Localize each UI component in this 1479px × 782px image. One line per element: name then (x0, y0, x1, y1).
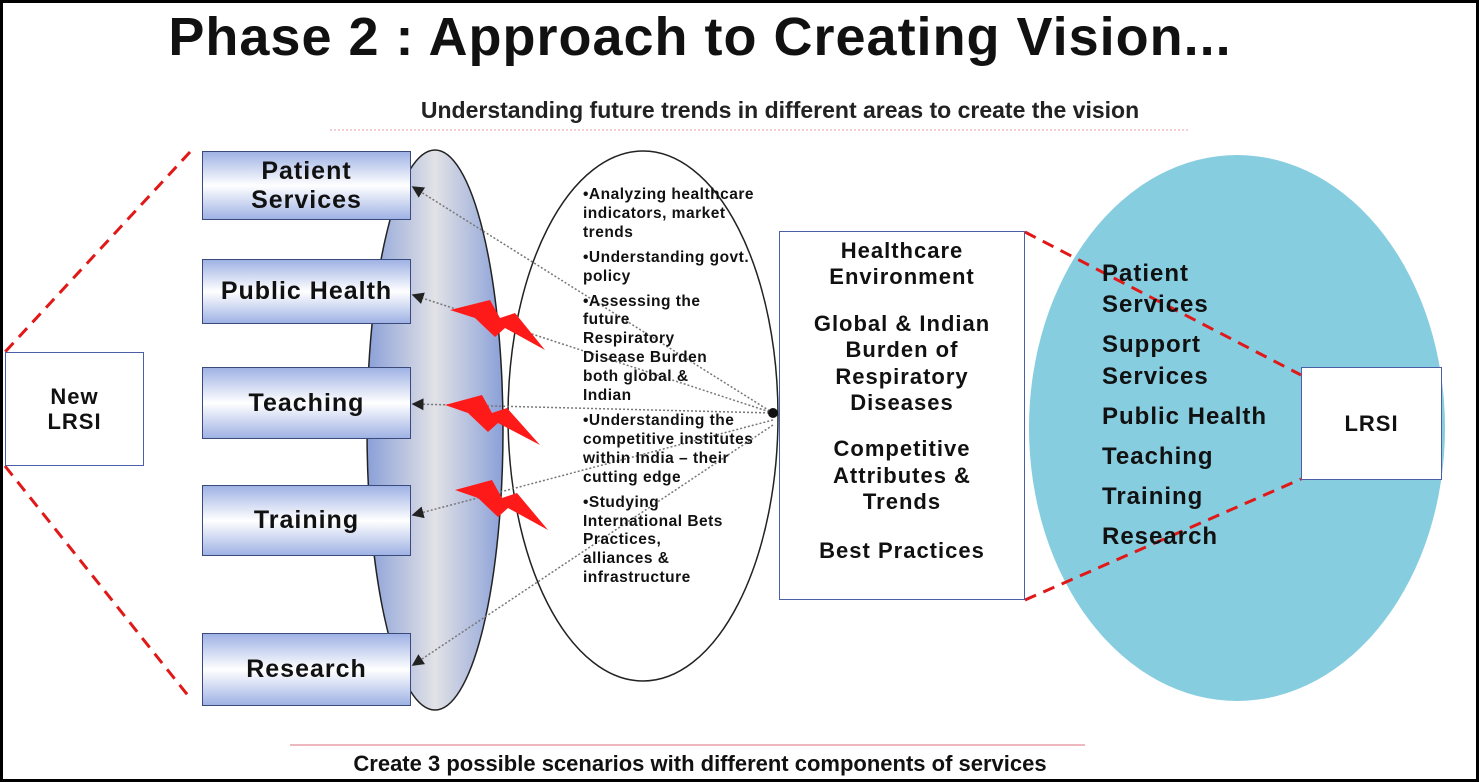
vision-item: Teaching (1102, 442, 1214, 470)
activity-item: •Assessing the future Respiratory Diseas… (583, 292, 708, 405)
vision-item: Patient Services (1102, 260, 1209, 319)
subtitle: Understanding future trends in different… (420, 97, 1140, 123)
vision-list: Patient Services Support Services Public… (1102, 258, 1267, 562)
activity-item: •Studying International Bets Practices, … (583, 493, 723, 587)
service-label: Patient Services (251, 156, 362, 214)
service-box-training: Training (202, 485, 411, 556)
vision-item: Support Services (1102, 331, 1209, 390)
activity-item: •Understanding the competitive institute… (583, 411, 754, 486)
vision-item: Public Health (1102, 402, 1268, 430)
dashed-connectors (3, 150, 1302, 699)
activity-item: •Analyzing healthcare indicators, market… (583, 186, 754, 241)
area-item: Best Practices (819, 537, 985, 563)
areas-box: Healthcare Environment Global & Indian B… (779, 231, 1025, 600)
vision-item: Research (1102, 523, 1219, 551)
service-box-patient-services: Patient Services (202, 151, 411, 220)
area-item: Healthcare Environment (829, 238, 975, 290)
page-title: Phase 2 : Approach to Creating Vision... (168, 7, 1232, 67)
footer-text: Create 3 possible scenarios with differe… (353, 751, 1047, 776)
vision-ellipse (1029, 155, 1445, 701)
activity-item: •Understanding govt. policy (583, 248, 750, 285)
service-label: Public Health (220, 277, 393, 306)
hub-dot (768, 408, 778, 418)
lrsi-label: LRSI (1344, 410, 1399, 436)
service-label: Training (253, 506, 360, 535)
activities-list: •Analyzing healthcare indicators, market… (583, 186, 773, 594)
area-item: Global & Indian Burden of Respiratory Di… (813, 310, 991, 415)
vision-item: Training (1102, 483, 1204, 511)
service-box-teaching: Teaching (202, 367, 411, 439)
service-box-public-health: Public Health (202, 259, 411, 324)
lrsi-box: LRSI (1301, 367, 1442, 480)
lightning-bolt-icons (445, 300, 548, 530)
area-item: Competitive Attributes & Trends (833, 436, 971, 515)
service-box-research: Research (202, 633, 411, 706)
new-lrsi-label: New LRSI (47, 383, 102, 434)
service-label: Teaching (248, 388, 365, 417)
service-label: Research (246, 655, 367, 684)
new-lrsi-box: New LRSI (5, 352, 144, 466)
